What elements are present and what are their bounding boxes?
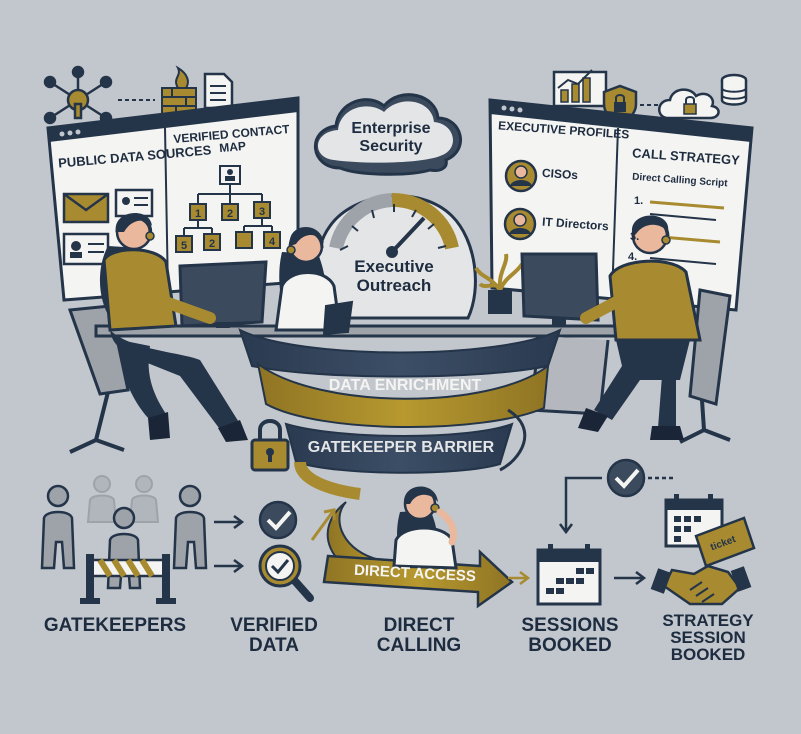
id-card-icon <box>114 188 154 218</box>
flow-arrow-3 <box>508 571 531 585</box>
strategy-session-booked-label: STRATEGY SESSION BOOKED <box>662 611 754 664</box>
org-node-6: 4 <box>269 236 276 248</box>
flow-arrow-up <box>310 508 336 541</box>
agent-woman-left <box>99 213 248 442</box>
cloud-lock-icon <box>658 88 720 120</box>
ciso-avatar <box>504 159 538 193</box>
chart-icon <box>552 69 608 108</box>
potted-plant <box>474 253 524 314</box>
script-step-4: 4. <box>628 251 638 263</box>
org-node-4: 5 <box>181 240 187 252</box>
desk-monitor-right <box>520 252 600 326</box>
gatekeeper-barrier-ribbon-label: GATEKEEPER BARRIER <box>307 439 495 456</box>
enterprise-security-label: Enterprise Security <box>351 120 431 156</box>
direct-calling-agent <box>392 486 458 570</box>
flow-arrow-1 <box>214 515 245 529</box>
id-card-icon-2 <box>62 232 110 266</box>
executive-outreach-label: Executive Outreach <box>354 257 434 295</box>
profile-cisos: CISOs <box>541 165 579 183</box>
calendar-ticket-icon: ticket <box>664 494 756 568</box>
check-connector <box>559 458 676 535</box>
sessions-booked-label: SESSIONS BOOKED <box>521 615 619 656</box>
script-step-3: 3. <box>630 231 640 243</box>
script-step-1: 1. <box>634 195 644 207</box>
org-node-2: 2 <box>227 208 233 220</box>
firewall-icon <box>161 65 197 115</box>
gatekeepers-group-icon <box>40 475 208 604</box>
agent-man-right <box>578 215 702 440</box>
executive-outreach-gauge <box>312 192 477 320</box>
handshake-icon <box>650 564 752 606</box>
check-circle-icon <box>258 500 298 540</box>
org-node-5: 2 <box>209 238 215 250</box>
gatekeepers-label: GATEKEEPERS <box>43 615 187 636</box>
document-icon <box>203 72 234 110</box>
it-director-avatar <box>503 207 537 241</box>
padlock-icon <box>250 419 290 472</box>
flow-arrow-2 <box>214 559 245 573</box>
org-node-1: 1 <box>195 208 201 220</box>
flow-arrow-4 <box>614 571 647 585</box>
org-chart: 1 2 3 5 2 4 <box>175 165 281 253</box>
agent-woman-center <box>274 226 354 336</box>
calendar-icon <box>536 544 602 606</box>
verified-data-label: VERIFIED DATA <box>230 615 318 656</box>
envelope-icon <box>62 192 110 224</box>
org-node-3: 3 <box>259 206 265 218</box>
direct-calling-label: DIRECT CALLING <box>376 615 462 656</box>
database-icon <box>720 73 748 106</box>
data-enrichment-ribbon-label: DATA ENRICHMENT <box>328 377 482 394</box>
network-key-icon <box>43 65 113 125</box>
magnifier-check-icon <box>258 544 314 602</box>
enterprise-security-cloud <box>314 93 462 176</box>
